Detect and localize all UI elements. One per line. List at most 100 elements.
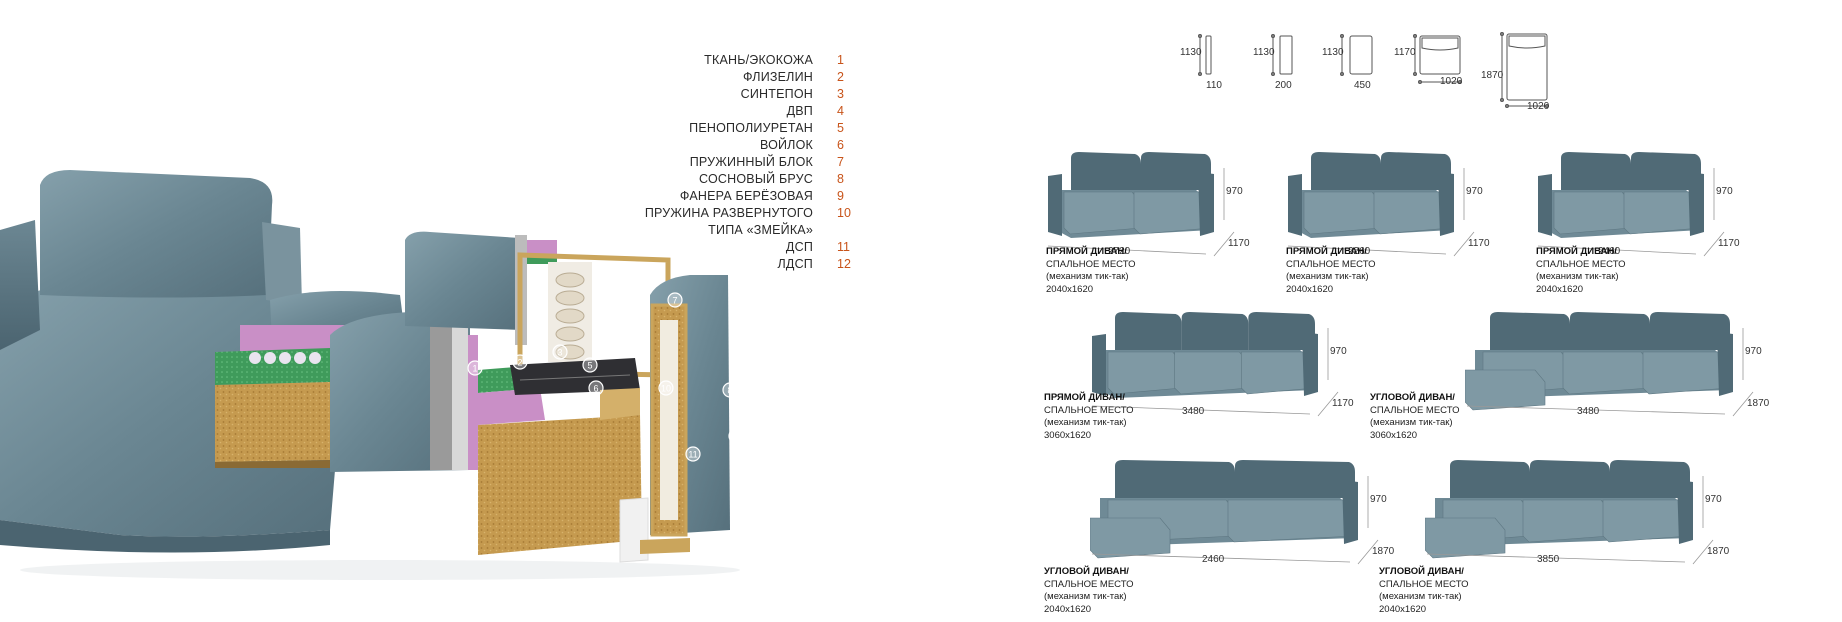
caption-l3: (механизм тик-так): [1044, 591, 1127, 602]
caption-l4: 2040х1620: [1379, 603, 1427, 615]
depth-dimension: 1870: [1707, 546, 1730, 557]
legend-label: ДВП: [786, 104, 813, 118]
layer-marker-8: 8: [722, 382, 738, 398]
layer-marker-label: 3: [557, 348, 562, 358]
layer-marker-3: 3: [552, 344, 568, 360]
legend-number: 6: [837, 138, 844, 152]
module-width: 1020: [1527, 101, 1550, 112]
module-height: 1170: [1394, 47, 1416, 58]
chipboard-block: [215, 382, 330, 462]
caption-l4: 2040х1620: [1046, 283, 1094, 295]
sofa-render: [1425, 460, 1714, 565]
depth-dimension: 1870: [1747, 398, 1770, 409]
legend-number: 9: [837, 189, 844, 203]
chaise-front: [0, 520, 330, 553]
height-dimension: 970: [1705, 494, 1722, 505]
legend-number: 5: [837, 121, 844, 135]
arm-stub: [262, 222, 302, 305]
product-caption: ПРЯМОЙ ДИВАН/СПАЛЬНОЕ МЕСТО(механизм тик…: [1536, 246, 1626, 296]
product-caption: УГЛОВОЙ ДИВАН/СПАЛЬНОЕ МЕСТО(механизм ти…: [1379, 566, 1469, 616]
legend-row: ПЕНОПОЛИУРЕТАН 5: [600, 120, 860, 136]
caption-title: ПРЯМОЙ ДИВАН/: [1286, 246, 1367, 257]
legend-number: 10: [837, 206, 851, 220]
layer-marker-6: 6: [588, 380, 604, 396]
height-dimension: 970: [1745, 346, 1762, 357]
legend-label: ПЕНОПОЛИУРЕТАН: [689, 121, 813, 135]
legend-label: СИНТЕПОН: [740, 87, 813, 101]
caption-l3: (механизм тик-так): [1370, 417, 1453, 428]
legend-label: ПРУЖИНА РАЗВЕРНУТОГО: [644, 206, 813, 220]
caption-l2: СПАЛЬНОЕ МЕСТО: [1286, 258, 1376, 270]
caption-l3: (механизм тик-так): [1286, 271, 1369, 282]
legend-label: ТИПА «ЗМЕЙКА»: [708, 223, 813, 237]
caption-l2: СПАЛЬНОЕ МЕСТО: [1379, 578, 1469, 590]
chipboard-front: [478, 415, 642, 555]
layer-marker-7: 7: [667, 292, 683, 308]
caption-l4: 3060х1620: [1044, 429, 1092, 441]
layer-marker-label: 6: [593, 384, 598, 394]
depth-dimension: 1170: [1468, 238, 1490, 249]
caption-l3: (механизм тик-так): [1046, 271, 1129, 282]
frame: [517, 252, 671, 378]
layer-marker-label: 12: [731, 432, 741, 442]
caption-l3: (механизм тик-так): [1536, 271, 1619, 282]
module-shape: [1205, 35, 1212, 75]
legend-label: СОСНОВЫЙ БРУС: [699, 172, 813, 186]
zigzag-spring-base: [510, 358, 640, 395]
height-dimension: 970: [1716, 186, 1733, 197]
module-height: 1870: [1481, 70, 1504, 81]
module-shape: [1349, 35, 1373, 75]
sofa-render: [1465, 312, 1754, 417]
legend-label: ФАНЕРА БЕРЁЗОВАЯ: [679, 189, 813, 203]
module-width: 110: [1206, 80, 1222, 91]
layer-marker-label: 7: [672, 296, 677, 306]
legend-label: ПРУЖИННЫЙ БЛОК: [689, 155, 813, 169]
caption-title: ПРЯМОЙ ДИВАН/: [1536, 246, 1617, 257]
padding-layer: [452, 318, 468, 470]
legend-label: ФЛИЗЕЛИН: [743, 70, 813, 84]
caption-l2: СПАЛЬНОЕ МЕСТО: [1046, 258, 1136, 270]
layer-marker-label: 5: [587, 361, 592, 371]
depth-dimension: 1170: [1228, 238, 1250, 249]
caption-title: УГЛОВОЙ ДИВАН/: [1044, 566, 1129, 577]
legend-row: ПРУЖИНА РАЗВЕРНУТОГО 10: [600, 205, 860, 221]
left-arm: [0, 220, 40, 350]
layer-marker-11: 11: [685, 446, 701, 462]
module-height: 1130: [1253, 47, 1275, 58]
height-dimension: 970: [1226, 186, 1243, 197]
height-dimension: 970: [1370, 494, 1387, 505]
spring-row: [249, 352, 321, 364]
legend-row: ФАНЕРА БЕРЁЗОВАЯ 9: [600, 188, 860, 204]
layer-marker-1: 1: [467, 360, 483, 376]
legend-number: 4: [837, 104, 844, 118]
module-width: 200: [1275, 80, 1292, 91]
width-dimension: 2720: [1108, 246, 1131, 257]
module-shape: [1279, 35, 1293, 75]
height-dimension: 970: [1466, 186, 1483, 197]
module-shape: [1419, 35, 1461, 75]
center-back: [405, 231, 522, 330]
caption-l2: СПАЛЬНОЕ МЕСТО: [1370, 404, 1460, 416]
caption-l3: (механизм тик-так): [1044, 417, 1127, 428]
sofa-render: [1090, 460, 1379, 565]
caption-l2: СПАЛЬНОЕ МЕСТО: [1044, 404, 1134, 416]
sofa-render: [1537, 152, 1725, 257]
legend-number: 3: [837, 87, 844, 101]
module-height: 1130: [1322, 47, 1344, 58]
width-dimension: 2460: [1598, 246, 1621, 257]
product-caption: ПРЯМОЙ ДИВАН/СПАЛЬНОЕ МЕСТО(механизм тик…: [1044, 392, 1134, 442]
depth-dimension: 1170: [1332, 398, 1354, 409]
layer-marker-label: 10: [661, 384, 671, 394]
layer-marker-9: 9: [795, 455, 811, 471]
layer-marker-label: 11: [688, 450, 697, 460]
legend-row: ДВП 4: [600, 103, 860, 119]
legend-label: ЛДСП: [777, 257, 813, 271]
width-dimension: 3850: [1537, 554, 1560, 565]
